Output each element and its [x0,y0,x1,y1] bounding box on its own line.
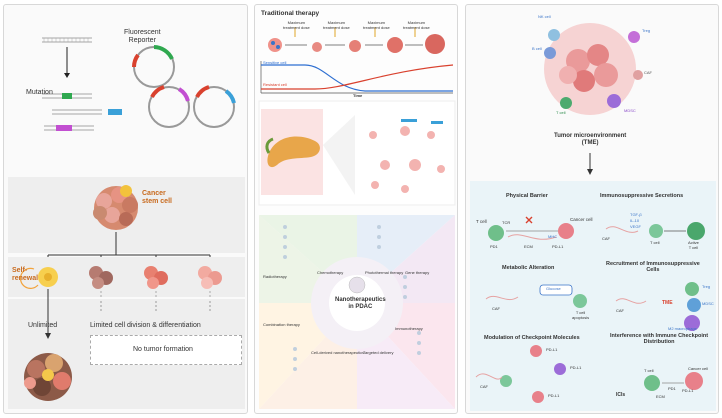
tme-label-nk: NK cell [538,14,551,19]
cancer-stem-cell-panel: Mutation Fluorescent Reporter Cancer ste… [3,4,248,414]
rc-m2: M2 macrophage [668,326,697,331]
reporter-label: Fluorescent Reporter [124,29,161,45]
resistant-cell-label: Resistant cell [263,82,287,87]
rc-caf: CAF [616,308,624,313]
if-tcell: T cell [644,368,654,373]
mutation-label: Mutation [26,89,53,96]
pb-pdl1: PD-L1 [552,244,564,249]
md-pdl1-3: PD-L1 [548,393,560,398]
ma-caf: CAF [492,306,500,311]
middle-panel-graphics [258,27,456,409]
pb-tcr: TCR [502,220,511,225]
cancer-stem-cell-label: Cancer stem cell [142,190,172,206]
tme-label-caf: CAF [644,70,652,75]
sector-label-7: Radiotherapy [263,274,287,279]
pb-tcell: T cell [476,219,487,224]
sensitive-cell-label: Sensitive cell [263,60,287,65]
self-renewal-arrow [19,267,39,289]
ma-glucose: Glucose [546,286,561,291]
rc-tme: TME [662,300,673,306]
tumor-cluster [93,185,138,230]
sector-label-6: Combination therapy [263,322,300,327]
is-active-tcell: Active T cell [688,240,699,250]
mechanisms-box [470,181,716,411]
therapy-response-graph [260,61,454,94]
sector-label-5: Cell-derived nanotherapeutics [311,350,365,355]
dose-label-2: Maximum treatment dose [323,20,350,30]
large-tumor [24,353,72,401]
pb-cancer-cell: Cancer cell [570,217,593,222]
immunosuppressive-title: Immunosuppressive Secretions [600,193,684,199]
pb-pd1: PD1 [490,244,498,249]
unlimited-label: Unlimited [28,322,58,329]
no-tumor-label: No tumor formation [133,346,193,353]
sector-label-4: Targeted delivery [363,350,394,355]
tme-label-mdsc: MDSC [624,108,636,113]
is-caf: CAF [602,236,610,241]
if-cancer-cell: Cancer cell [688,366,709,371]
md-pdl1-2: PD-L1 [570,365,582,370]
tme-label-bcell: B cell [532,46,542,51]
pb-mhc: MHC [548,234,558,239]
rc-treg: Treg [702,284,711,289]
tme-panel: NK cell B cell Treg CAF T cell MDSC Tumo… [465,4,719,414]
ma-tcell-apoptosis: T cell apoptosis [572,310,590,320]
dna-strand [42,37,92,43]
recruitment-graphic [615,282,701,331]
is-il: IL-10 [630,218,640,223]
mutated-dna [42,93,122,131]
tumor-progression [268,34,445,54]
nanotherapeutics-wheel [259,215,455,409]
if-pd1: PD1 [668,386,676,391]
is-tgf: TGF-β [630,212,642,217]
secretions-graphic [605,222,705,240]
self-renewal-label: Self- renewal [12,267,39,283]
cell-row [38,266,222,289]
interference-graphic [644,372,703,391]
center-label: Nanotherapeutics in PDAC [335,297,386,310]
interference-title: Interference with Immune Checkpoint Dist… [610,333,709,346]
if-icis: ICIs [616,392,626,398]
right-panel-graphics [470,23,716,411]
if-pdl1: PD-L1 [682,388,694,393]
sector-label-1: Photothermal therapy [365,270,404,275]
dose-label-3: Maximum treatment dose [363,20,390,30]
tme-title: Tumor microenvironment (TME) [554,133,627,146]
limited-label: Limited cell division & differentiation [90,322,201,329]
physical-barrier-title: Physical Barrier [506,193,548,199]
md-pdl1-1: PD-L1 [546,347,558,352]
nanotherapeutics-panel: Traditional therapy [254,4,458,414]
dose-label-4: Maximum treatment dose [403,20,430,30]
md-caf: CAF [480,384,488,389]
sector-label-0: Chemotherapy [317,270,344,275]
no-tumor-box: No tumor formation [90,335,242,365]
dose-label-1: Maximum treatment dose [283,20,310,30]
pb-ecm: ECM [524,244,533,249]
rc-mdsc: MDSC [702,301,714,306]
metabolic-graphic [485,284,587,308]
time-label: Time [353,93,363,98]
is-tcell: T cell [650,240,660,245]
tme-label-tcell: T cell [556,110,566,115]
if-ecm: ECM [656,394,665,399]
sector-label-2: Gene therapy [405,270,430,275]
tme-illustration [544,23,643,115]
sector-label-3: Immunotherapy [395,326,423,331]
physical-barrier-graphic [488,216,574,241]
modulation-graphic [475,345,566,403]
pancreas-organ [265,136,320,168]
traditional-therapy-title: Traditional therapy [261,10,320,17]
modulation-title: Modulation of Checkpoint Molecules [484,335,580,341]
metabolic-title: Metabolic Alteration [502,265,555,271]
is-vegf: VEGF [630,224,641,229]
plasmid-reporter [132,45,236,128]
recruitment-title: Recruitment of Immunosuppressive Cells [606,261,700,274]
tme-label-treg: Treg [642,28,651,33]
